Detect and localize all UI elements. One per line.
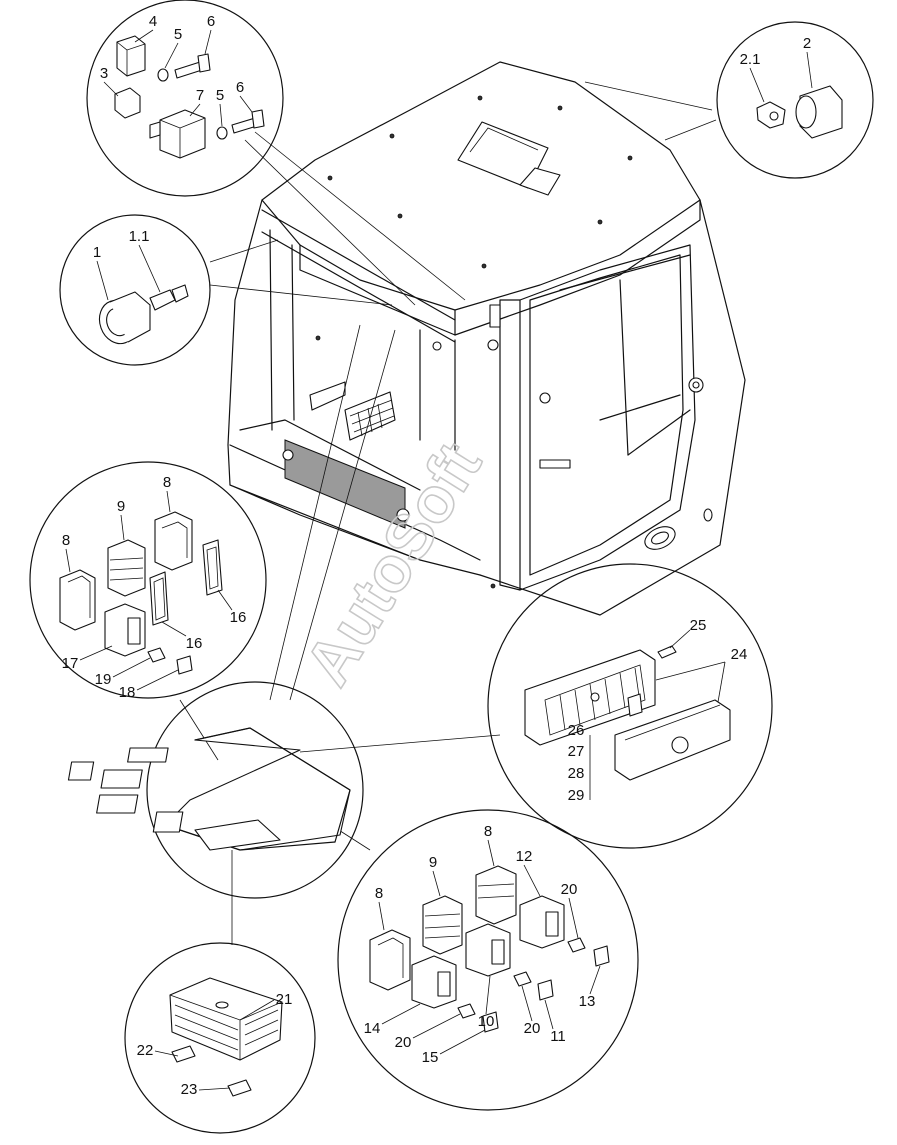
- label-21: 21: [276, 991, 293, 1008]
- leader-lines: [179, 81, 717, 945]
- label-11: 11: [550, 1028, 566, 1045]
- detail-dash-panel: [67, 681, 364, 899]
- label-2-1: 2.1: [740, 51, 761, 68]
- cab-body: [227, 61, 746, 616]
- detail-rear-lamp: [716, 21, 874, 179]
- label-23: 23: [181, 1081, 198, 1098]
- label-1: 1: [93, 244, 101, 261]
- detail-relays: [86, 0, 284, 197]
- label-6-top: 6: [207, 13, 215, 30]
- label-26: 26: [568, 722, 585, 739]
- label-14: 14: [364, 1020, 381, 1037]
- label-16-mid: 16: [186, 635, 203, 652]
- label-24: 24: [731, 646, 748, 663]
- detail-light-bar: [124, 942, 316, 1134]
- label-10: 10: [478, 1013, 495, 1030]
- label-8-c1-top: 8: [163, 474, 171, 491]
- label-28: 28: [568, 765, 585, 782]
- label-leaders: [65, 29, 813, 1091]
- label-4: 4: [149, 13, 157, 30]
- label-8-c2-left: 8: [375, 885, 383, 902]
- label-5-bottom: 5: [216, 87, 224, 104]
- detail-switches-left: [29, 461, 267, 699]
- label-7: 7: [196, 87, 204, 104]
- detail-fusebox: [487, 563, 773, 849]
- label-19: 19: [95, 671, 112, 688]
- part-labels: 4 6 5 3 7 5 6 2.1 2 1 1.1 8 9 8 16 16 17…: [62, 13, 812, 1098]
- label-18: 18: [119, 684, 136, 701]
- label-15: 15: [422, 1049, 439, 1066]
- label-20-bottom: 20: [395, 1034, 412, 1051]
- label-17: 17: [62, 655, 79, 672]
- label-9-c1: 9: [117, 498, 125, 515]
- label-16-right: 16: [230, 609, 247, 626]
- detail-headlamp: [59, 214, 211, 366]
- label-9-c2: 9: [429, 854, 437, 871]
- label-20-mid: 20: [524, 1020, 541, 1037]
- label-29: 29: [568, 787, 585, 804]
- label-27: 27: [568, 743, 585, 760]
- label-8-c2-top: 8: [484, 823, 492, 840]
- label-2: 2: [803, 35, 811, 52]
- label-3: 3: [100, 65, 108, 82]
- label-5-top: 5: [174, 26, 182, 43]
- label-20-top: 20: [561, 881, 578, 898]
- label-8-c1-left: 8: [62, 532, 70, 549]
- label-13: 13: [579, 993, 596, 1010]
- label-1-1: 1.1: [129, 228, 150, 245]
- detail-switches-right: [337, 809, 639, 1111]
- label-22: 22: [137, 1042, 154, 1059]
- label-25: 25: [690, 617, 707, 634]
- label-6-bottom: 6: [236, 79, 244, 96]
- label-12: 12: [516, 848, 533, 865]
